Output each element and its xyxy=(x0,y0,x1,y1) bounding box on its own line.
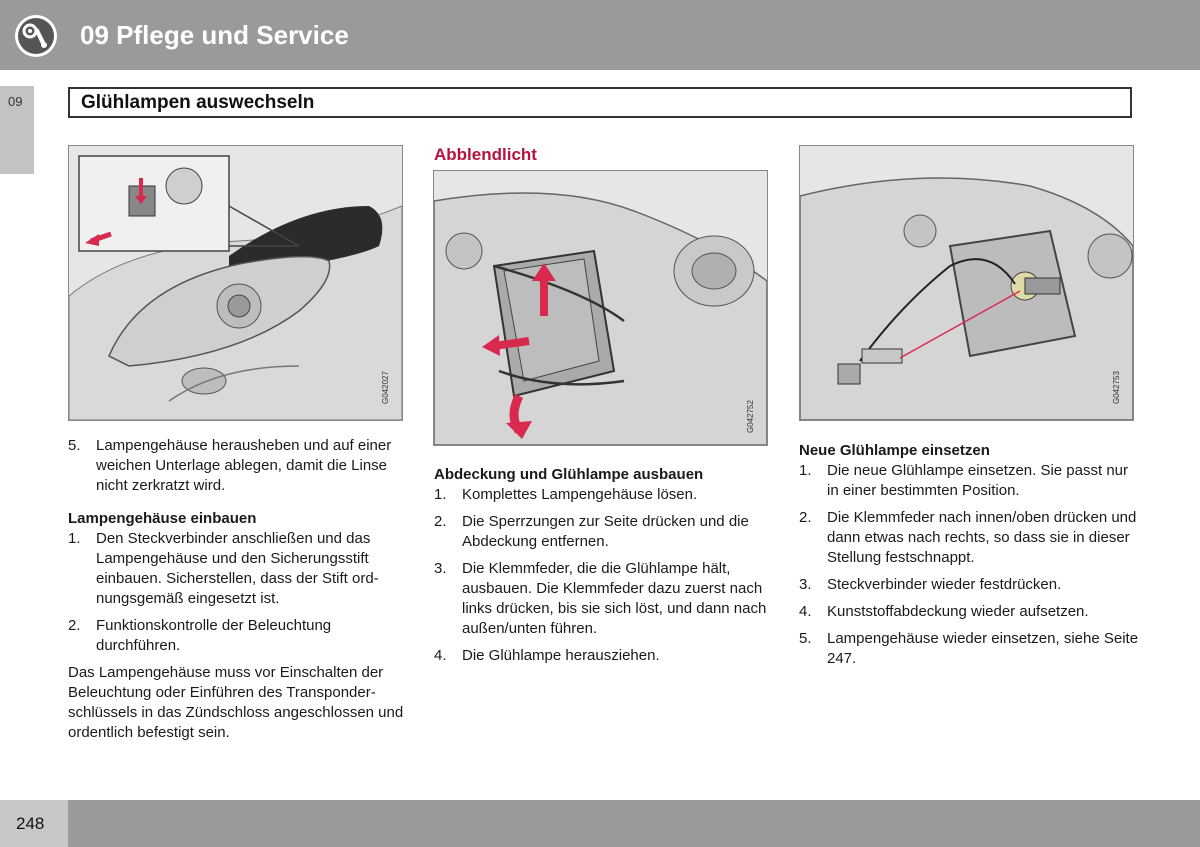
wrench-gear-icon xyxy=(14,14,58,58)
insert-heading: Neue Glühlampe einsetzen xyxy=(799,442,990,459)
right-column: Neue Glühlampe einsetzen 1. Die neue Glü… xyxy=(799,441,1139,676)
list-item: 3. Die Klemmfeder, die die Glühlampe häl… xyxy=(434,560,767,637)
headlight-illustration-middle: G042752 xyxy=(433,170,768,446)
chapter-title: 09 Pflege und Service xyxy=(80,20,349,50)
list-item: 1. Komplettes Lampengehäuse lösen. xyxy=(434,486,698,503)
left-column: 5. Lampengehäuse herausheben und auf ein… xyxy=(68,436,408,743)
footer-page-tab xyxy=(0,800,68,847)
list-item: 5. Lampengehäuse wieder einsetzen, siehe… xyxy=(799,630,1139,667)
footer-bar xyxy=(68,800,1200,847)
list-item: 1. Den Steckverbinder anschließen und da… xyxy=(68,530,379,607)
section-title-box: Glühlampen auswechseln xyxy=(68,87,1132,118)
header-bar xyxy=(0,0,1200,70)
remove-heading: Abdeckung und Glühlampe ausbauen xyxy=(434,466,704,483)
list-item: 4. Die Glühlampe herausziehen. xyxy=(434,647,660,664)
list-item: 2. Die Sperrzungen zur Seite drücken und… xyxy=(434,513,749,550)
list-item: 5. Lampengehäuse herausheben und auf ein… xyxy=(68,437,392,494)
list-item: 2. Die Klemmfeder nach innen/oben drücke… xyxy=(799,509,1137,566)
list-item: 1. Die neue Glühlampe einsetzen. Sie pas… xyxy=(799,462,1129,499)
list-item: 2. Funktionskontrolle der Beleuchtung du… xyxy=(68,617,332,654)
install-heading: Lampengehäuse einbauen xyxy=(68,510,257,527)
page-number: 248 xyxy=(16,814,45,833)
middle-column: Abdeckung und Glühlampe ausbauen 1. Komp… xyxy=(434,465,774,673)
headlight-illustration-right: G042753 xyxy=(799,145,1134,421)
low-beam-title: Abblendlicht xyxy=(434,145,537,164)
list-item: 3. Steckverbinder wieder festdrücken. xyxy=(799,576,1062,593)
chapter-tab-label: 09 xyxy=(8,94,23,109)
chapter-side-tab: 09 xyxy=(0,86,34,174)
list-item: 4. Kunststoffabdeckung wieder aufsetzen. xyxy=(799,603,1089,620)
section-title: Glühlampen auswechseln xyxy=(81,92,315,113)
image-code-right: G042753 xyxy=(1112,371,1121,404)
image-code-middle: G042752 xyxy=(746,400,755,433)
image-code-left: G042027 xyxy=(381,371,390,404)
note-text: Das Lampengehäuse muss vor Einschalten d… xyxy=(68,664,404,741)
headlight-illustration-left: G042027 xyxy=(68,145,403,421)
